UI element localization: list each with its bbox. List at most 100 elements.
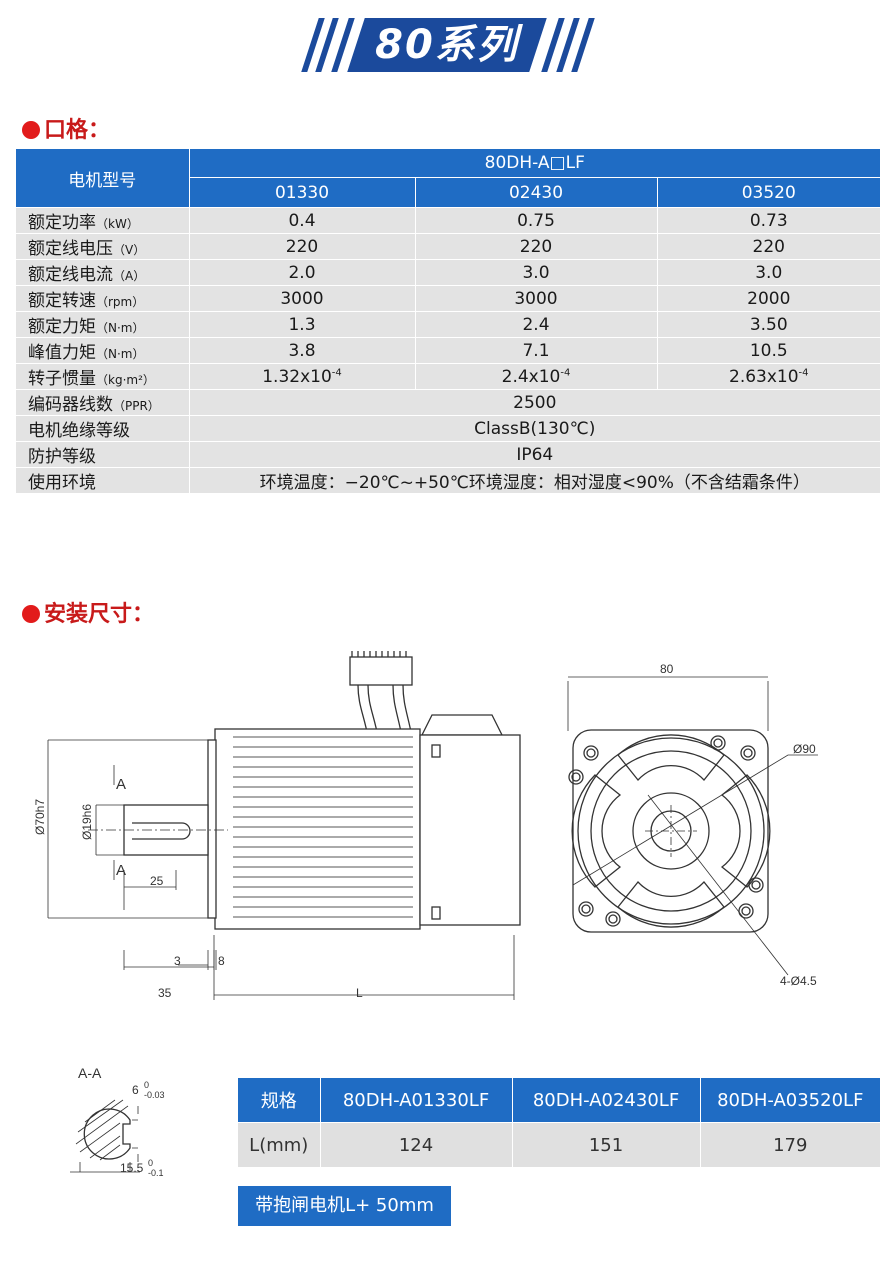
param-name: 防护等级	[28, 447, 96, 467]
spec-value: 2500	[188, 389, 881, 416]
spec-value: 2.63x10-4	[656, 363, 881, 390]
spec-value: 1.3	[188, 311, 415, 338]
param-unit: （V）	[113, 243, 146, 257]
param-name: 转子惯量	[28, 369, 96, 389]
spec-value-text: 2.4	[522, 314, 550, 335]
dimension-table: 规格 80DH-A01330LF 80DH-A02430LF 80DH-A035…	[238, 1078, 880, 1167]
model-header: 电机型号	[16, 149, 189, 208]
param-name: 额定力矩	[28, 317, 96, 337]
spec-row-label: 峰值力矩（N·m）	[16, 337, 189, 364]
dim-d90: Ø90	[793, 742, 816, 756]
spec-row: 编码器线数（PPR）2500	[16, 389, 881, 416]
param-unit: （A）	[113, 269, 146, 283]
spec-section-heading: 口格：	[22, 112, 110, 144]
dim-35: 35	[158, 986, 172, 1000]
spec-value: 220	[656, 233, 881, 260]
length-value: 179	[699, 1122, 880, 1167]
param-name: 额定转速	[28, 291, 96, 311]
key-tol-top: 0	[144, 1080, 149, 1090]
key-tol-bottom: -0.03	[144, 1090, 165, 1100]
spec-value-text: 220	[285, 236, 319, 257]
spec-value: 3.0	[656, 259, 881, 286]
spec-value-text: 2.0	[288, 262, 316, 283]
spec-value-text: 3.8	[288, 340, 316, 361]
brake-note: 带抱闸电机L+ 50mm	[238, 1186, 451, 1226]
length-value: 124	[319, 1122, 512, 1167]
spec-value: 10.5	[656, 337, 881, 364]
exponent: -4	[560, 366, 571, 378]
spec-value-text: 7.1	[522, 340, 550, 361]
column-header: 03520	[656, 177, 881, 208]
spec-value: 3000	[188, 285, 415, 312]
spec-row: 使用环境环境温度：−20℃~+50℃环境湿度：相对湿度<90%（不含结霜条件）	[16, 467, 881, 494]
spec-value: 0.4	[188, 207, 415, 234]
spec-value: 0.75	[414, 207, 657, 234]
spec-value: 3.8	[188, 337, 415, 364]
param-name: 峰值力矩	[28, 343, 96, 363]
spec-row-label: 额定功率（kW）	[16, 207, 189, 234]
spec-row-label: 额定力矩（N·m）	[16, 311, 189, 338]
dim-L: L	[356, 986, 363, 1000]
series-banner: 80系列	[300, 18, 595, 72]
spec-value-text: 3000	[514, 288, 558, 309]
section-aa-drawing: A-A 6 0 -0.03 15.5 0 -0.1	[70, 1065, 165, 1178]
section-mark-a: A	[116, 776, 126, 793]
param-name: 编码器线数	[28, 395, 113, 415]
spec-value: ClassB(130℃)	[188, 415, 881, 442]
dim-d19: Ø19h6	[80, 804, 94, 840]
cooling-fins	[233, 736, 413, 918]
installation-drawing: Ø70h7 Ø19h6 25 3 8 35 L A A 80 Ø90 4-Ø4.…	[33, 651, 818, 1000]
spec-value: 3.50	[656, 311, 881, 338]
param-name: 额定功率	[28, 213, 96, 233]
spec-value: 1.32x10-4	[188, 363, 415, 390]
param-unit: （kg·m²）	[96, 373, 155, 387]
dim-holes: 4-Ø4.5	[780, 974, 817, 988]
spec-row-label: 使用环境	[16, 467, 189, 494]
model-cell: 80DH-A03520LF	[699, 1078, 880, 1123]
red-dot-icon	[22, 121, 40, 139]
spec-row: 峰值力矩（N·m） 3.8 7.1 10.5	[16, 337, 881, 364]
dim-d70: Ø70h7	[33, 799, 47, 835]
length-label: L(mm)	[238, 1122, 320, 1167]
spec-value: 7.1	[414, 337, 657, 364]
column-header: 01330	[188, 177, 415, 208]
spec-value: IP64	[188, 441, 881, 468]
depth-label: 15.5	[120, 1161, 144, 1175]
spec-value: 2000	[656, 285, 881, 312]
exponent: -4	[331, 366, 342, 378]
model-cell: 80DH-A02430LF	[511, 1078, 700, 1123]
spec-value-text: 2.4x10	[501, 366, 561, 387]
spec-value: 2.0	[188, 259, 415, 286]
spec-label: 规格	[238, 1078, 320, 1123]
connector-block	[349, 651, 504, 738]
param-unit: （N·m）	[96, 321, 145, 335]
param-unit: （kW）	[96, 217, 139, 231]
param-name: 额定线电压	[28, 239, 113, 259]
param-unit: （rpm）	[96, 295, 145, 309]
spec-value-text: 3.50	[749, 314, 788, 335]
dim-80: 80	[660, 662, 674, 676]
spec-value-text: 2.63x10	[729, 366, 799, 387]
param-unit: （N·m）	[96, 347, 145, 361]
depth-tol-bottom: -0.1	[148, 1168, 164, 1178]
key-width-label: 6	[132, 1083, 139, 1097]
spec-row-label: 编码器线数（PPR）	[16, 389, 189, 416]
spec-row: 防护等级 IP64	[16, 441, 881, 468]
spec-row-label: 额定线电流（A）	[16, 259, 189, 286]
section-aa-title: A-A	[78, 1065, 102, 1081]
column-header: 02430	[414, 177, 657, 208]
spec-value-text: 0.75	[517, 210, 555, 231]
motor-body	[214, 728, 421, 930]
dim-8: 8	[218, 954, 225, 968]
spec-row-label: 电机绝缘等级	[16, 415, 189, 442]
param-name: 使用环境	[28, 473, 96, 493]
red-dot-icon	[22, 605, 40, 623]
spec-value-text: 2000	[747, 288, 791, 309]
spec-row: 额定转速（rpm） 3000 3000 2000	[16, 285, 881, 312]
spec-value-text: 0.4	[288, 210, 316, 231]
